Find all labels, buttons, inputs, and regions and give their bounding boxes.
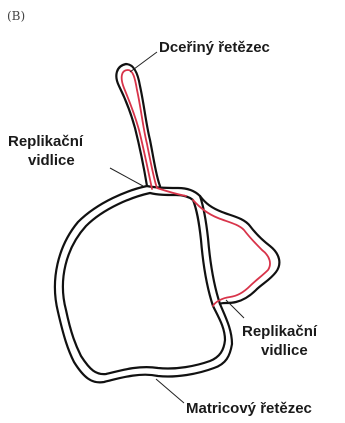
label-fork-upper-line1: Replikační [8, 133, 84, 150]
leader-daughter-strand [130, 52, 157, 72]
template-strand-outer [55, 186, 232, 382]
daughter-strand-upper [122, 70, 186, 196]
label-fork-upper-line2: vidlice [28, 152, 75, 169]
label-fork-lower-line2: vidlice [261, 342, 308, 359]
panel-letter: (B) [7, 9, 25, 23]
template-strand-inner [63, 193, 225, 374]
right-arm-black [200, 196, 279, 304]
leader-template-strand [156, 379, 184, 403]
label-daughter-strand: Dceřiný řetězec [159, 39, 270, 56]
label-template-strand: Matricový řetězec [186, 400, 312, 417]
leader-fork-upper [110, 168, 143, 186]
label-fork-lower-line1: Replikační [242, 323, 318, 340]
